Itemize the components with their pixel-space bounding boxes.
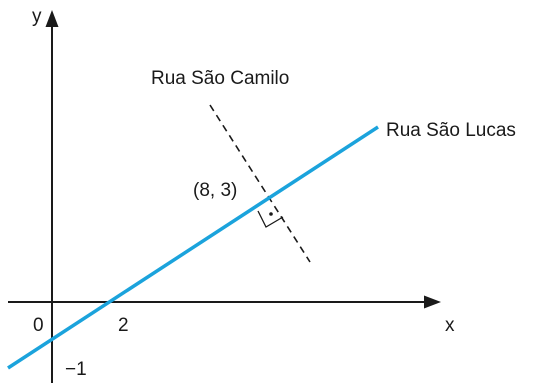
x-axis-arrow (424, 295, 441, 309)
lucas-label: Rua São Lucas (386, 120, 516, 141)
origin-label: 0 (33, 315, 44, 336)
intersection-dot (269, 212, 273, 216)
x-axis-label: x (445, 315, 455, 336)
lucas-line (7, 125, 379, 370)
point-label: (8, 3) (193, 180, 237, 201)
y-axis-arrow (45, 10, 59, 27)
x-intercept-label: 2 (118, 315, 129, 336)
y-intercept-label: −1 (65, 359, 87, 380)
camilo-label: Rua São Camilo (151, 68, 289, 89)
y-axis-label: y (32, 6, 42, 27)
right-angle-marker (257, 210, 284, 228)
